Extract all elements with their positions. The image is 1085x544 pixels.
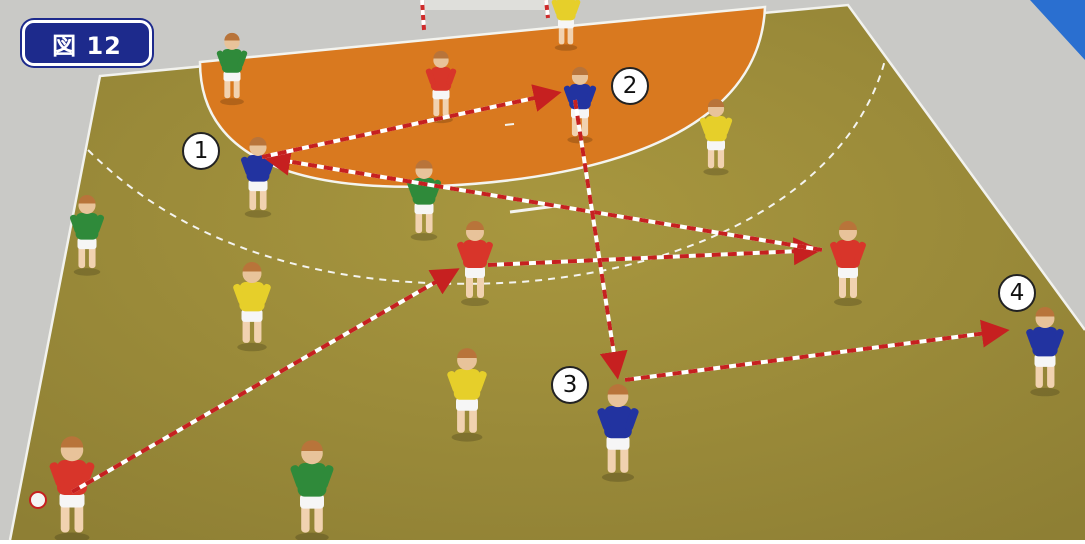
marker-3-label: 3: [563, 372, 578, 398]
pass-arrow-4: [261, 84, 562, 159]
marker-1-label: 1: [194, 138, 209, 164]
pass-arrow-5: [573, 99, 628, 380]
figure-label: 図 12: [22, 20, 152, 66]
yellow-player-3: [233, 262, 271, 352]
number-markers: 1 2 3 4: [182, 67, 1036, 404]
pass-arrow-1: [71, 268, 460, 494]
free-throw-line: [87, 59, 886, 285]
pass-arrows-layer: [71, 84, 1010, 494]
yellow-player-1: [551, 0, 581, 51]
marker-4: 4: [998, 274, 1036, 312]
marker-2: 2: [611, 67, 649, 105]
yellow-player-2: [699, 98, 733, 176]
yellow-player-4: [447, 348, 487, 442]
green-player-1: [216, 32, 248, 106]
players-layer: [29, 0, 1064, 543]
pass-arrow-2: [487, 237, 822, 267]
marker-1: 1: [182, 132, 220, 170]
goal: [420, 0, 550, 31]
marker-4-label: 4: [1010, 280, 1025, 306]
red-player-right: [830, 221, 866, 306]
green-player-3: [69, 194, 105, 276]
blue-player-3: [597, 384, 639, 482]
blue-player-4: [1026, 307, 1064, 397]
marker-3: 3: [551, 366, 589, 404]
blue-corner-mat: [1030, 0, 1085, 60]
seven-meter-mark: [509, 204, 557, 214]
marker-2-label: 2: [623, 73, 638, 99]
pass-arrow-6-base: [624, 328, 1005, 382]
red-player-center: [457, 221, 493, 306]
goalkeeper-mark: [504, 123, 515, 126]
green-player-2: [406, 159, 442, 241]
pass-arrow-3: [262, 147, 823, 252]
red-player-goal: [425, 50, 457, 124]
ball: [29, 491, 47, 509]
